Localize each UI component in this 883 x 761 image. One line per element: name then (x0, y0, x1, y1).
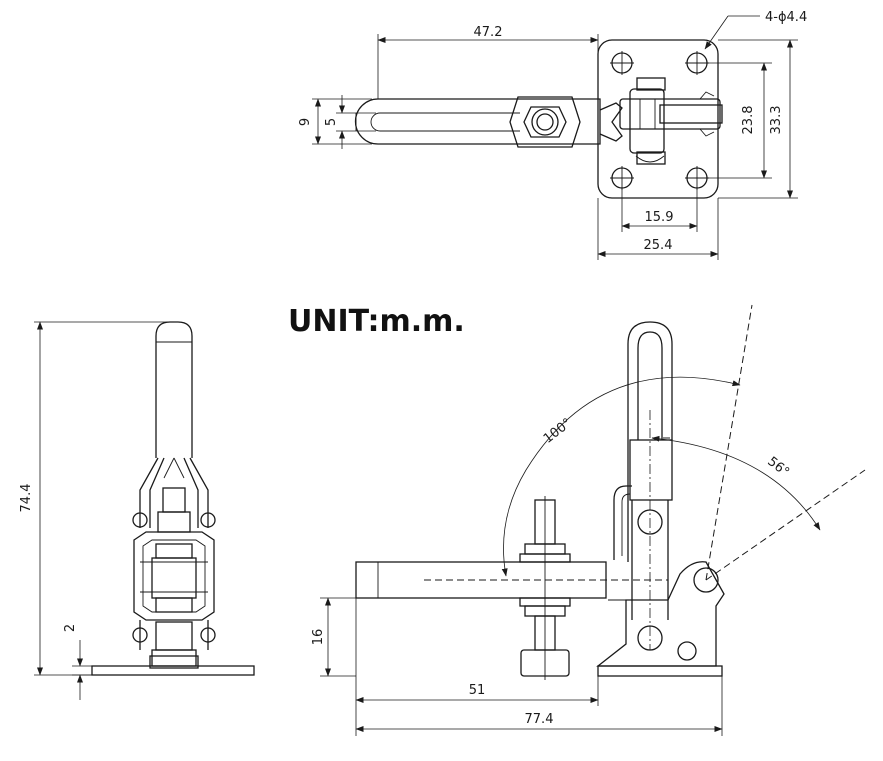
top-base-plate (597, 39, 719, 199)
svg-text:2: 2 (63, 624, 78, 632)
top-mechanism (599, 77, 723, 165)
svg-text:100°: 100° (541, 416, 575, 447)
svg-text:77.4: 77.4 (525, 712, 554, 727)
dim-spindle-reach: 51 (355, 598, 599, 736)
end-view: 74.4 2 (19, 321, 255, 700)
dim-angle-handle: 56° (651, 435, 821, 531)
svg-text:15.9: 15.9 (645, 210, 674, 225)
side-spindle (519, 496, 571, 680)
dim-spindle-height: 16 (311, 597, 356, 677)
svg-text:23.8: 23.8 (741, 106, 756, 135)
svg-text:47.2: 47.2 (474, 25, 503, 40)
top-bar (354, 98, 601, 145)
dim-base-horizontal: 15.9 25.4 (597, 188, 719, 260)
dim-hole-callout: 4-ϕ4.4 (704, 10, 807, 50)
svg-text:4-ϕ4.4: 4-ϕ4.4 (765, 10, 807, 25)
dim-overall-length: 77.4 (355, 676, 723, 736)
svg-text:33.3: 33.3 (769, 106, 784, 135)
end-base-plate (91, 665, 255, 676)
side-handle (613, 321, 673, 651)
dim-base-vertical: 23.8 33.3 (708, 39, 798, 199)
svg-text:5: 5 (324, 118, 339, 126)
unit-label: UNIT:m.m. (288, 304, 465, 339)
side-view: 100° 56° 16 51 77.4 (311, 304, 866, 736)
top-hex-nut (509, 96, 581, 148)
svg-text:16: 16 (311, 629, 326, 646)
svg-text:51: 51 (469, 683, 486, 698)
side-base (596, 561, 725, 677)
dim-overall-height: 74.4 (19, 321, 174, 676)
dim-base-thickness: 2 (63, 624, 92, 700)
top-view: 47.2 4-ϕ4.4 9 5 23.8 (298, 10, 807, 260)
dim-slot-width: 9 5 (298, 95, 376, 149)
svg-text:25.4: 25.4 (644, 238, 673, 253)
dim-handle-length: 47.2 (377, 25, 599, 99)
svg-text:9: 9 (298, 118, 313, 126)
svg-text:74.4: 74.4 (19, 484, 34, 513)
